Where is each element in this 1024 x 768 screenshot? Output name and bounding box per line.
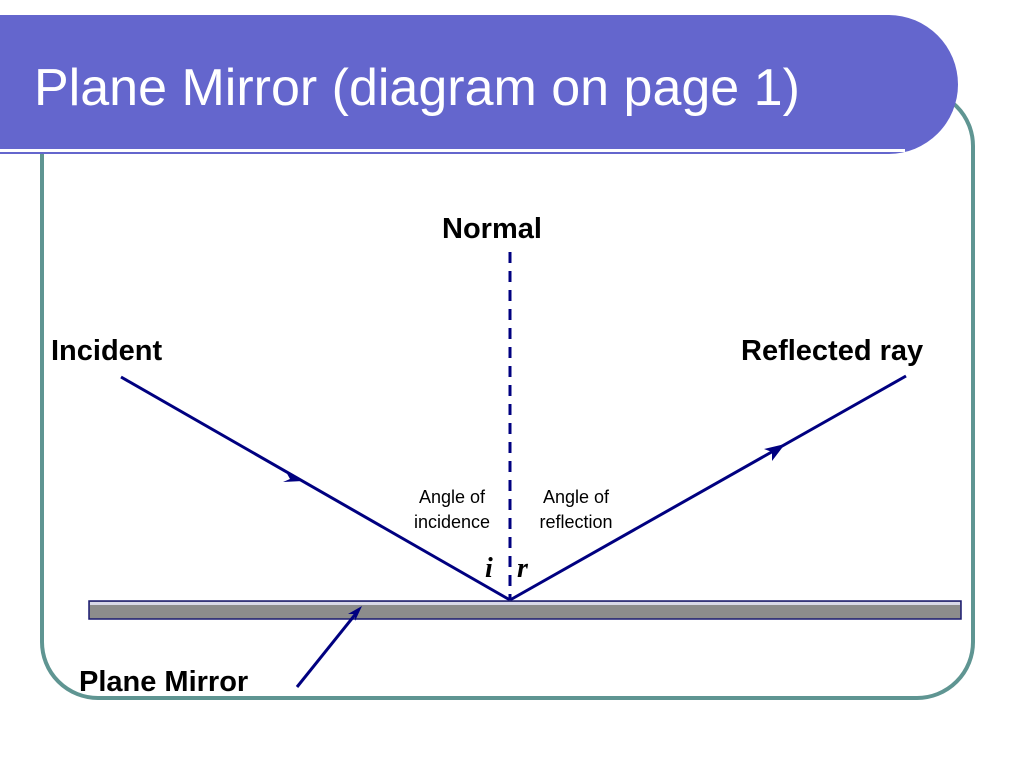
angle-of-incidence-line1: Angle of [418, 487, 486, 507]
plane-mirror-label: Plane Mirror [79, 666, 249, 698]
normal-label: Normal [442, 213, 542, 245]
angle-symbol-i: i [485, 553, 493, 584]
mirror-surface [88, 600, 962, 620]
incident-ray [120, 375, 511, 602]
mirror-pointer [295, 610, 360, 688]
angle-of-reflection-label: Angle of reflection [524, 485, 628, 535]
incident-label: Incident [51, 335, 163, 367]
title-bar: Plane Mirror (diagram on page 1) [0, 15, 958, 154]
angle-symbol-r: r [517, 553, 528, 584]
reflected-arrowhead [764, 444, 785, 461]
mirror-highlight [90, 602, 960, 605]
reflected-ray-label: Reflected ray [741, 335, 924, 367]
angle-of-reflection-line2: reflection [539, 512, 613, 532]
incident-arrowhead [283, 470, 303, 482]
reflected-ray [509, 374, 907, 602]
angle-of-incidence-line2: incidence [413, 512, 491, 532]
angle-of-incidence-label: Angle of incidence [400, 485, 504, 535]
mirror-pointer-arrowhead [348, 606, 362, 621]
angle-of-reflection-line1: Angle of [542, 487, 610, 507]
title-underline [0, 149, 905, 152]
page-title: Plane Mirror (diagram on page 1) [34, 59, 800, 117]
